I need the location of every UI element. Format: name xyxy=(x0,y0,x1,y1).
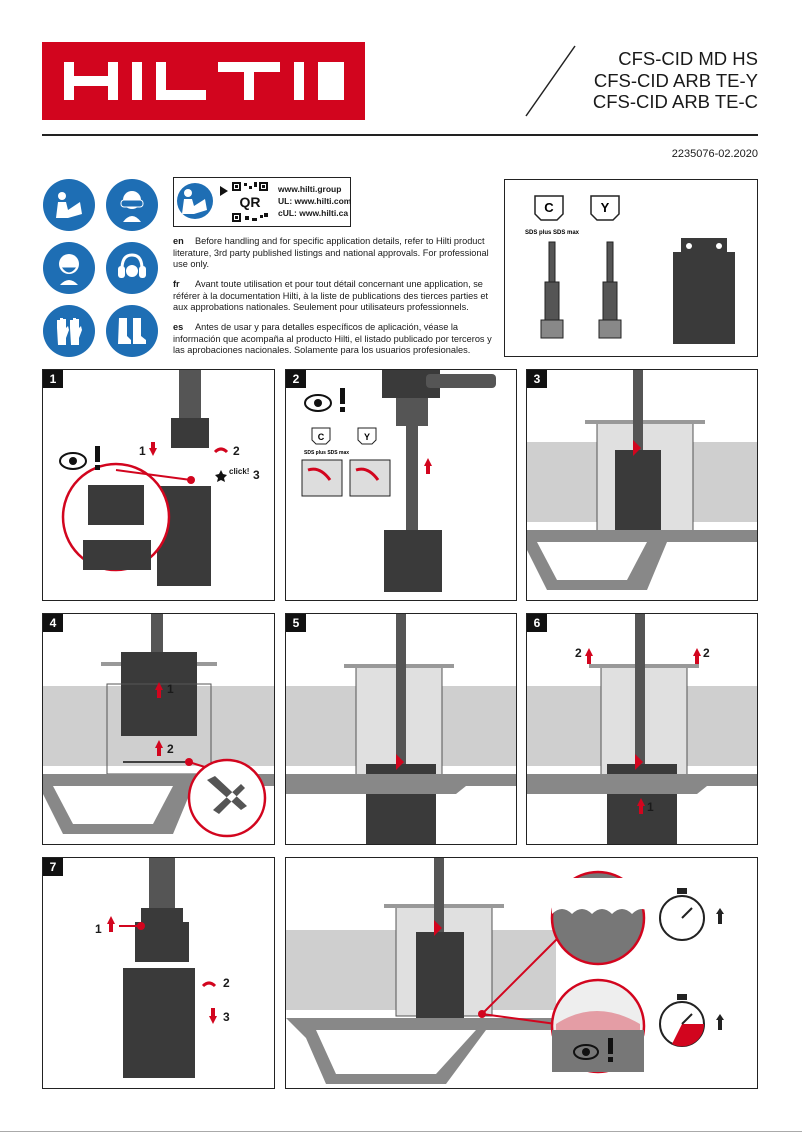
step-1-panel: 1 1 2 click! 3 xyxy=(42,369,275,601)
step-5-number: 5 xyxy=(286,614,306,632)
eye-warning-icon xyxy=(304,388,345,412)
lang-code-en: en xyxy=(173,236,184,246)
eye-warning-icon xyxy=(59,446,100,470)
step-2-panel: 2 C Y SDS plus SDS max xyxy=(285,369,517,601)
read-manual-icon xyxy=(43,179,95,231)
step-6-marker-right: 2 xyxy=(703,646,710,660)
text-fr: Avant toute utilisation et pour tout dét… xyxy=(173,279,489,313)
arrow-icon xyxy=(220,186,228,196)
stopwatch-icon xyxy=(659,888,705,941)
step-6-illustration xyxy=(527,614,757,844)
safety-boots-icon xyxy=(106,305,158,357)
step-8-illustration xyxy=(286,858,724,1084)
step-2-illustration: C Y SDS plus SDS max xyxy=(301,370,496,592)
step-3-illustration xyxy=(527,370,757,590)
tools-box: C Y SDS plus SDS max xyxy=(504,179,758,357)
qr-label: QR xyxy=(240,194,261,210)
step-1-click: click! xyxy=(229,467,250,476)
step-1-number: 1 xyxy=(43,370,63,388)
title-slash xyxy=(525,45,576,117)
y-adapter xyxy=(598,241,622,339)
safety-goggles-icon xyxy=(106,179,158,231)
gloves-icon xyxy=(43,305,95,357)
step-5-panel: 5 xyxy=(285,613,517,845)
product-title-2: CFS-CID ARB TE-Y xyxy=(593,69,758,91)
hilti-logo xyxy=(42,42,365,120)
step-3-panel: 3 xyxy=(526,369,758,601)
step-1-marker-1: 1 xyxy=(139,444,146,458)
stopwatch-worn-icon xyxy=(659,994,705,1047)
step-7-number: 7 xyxy=(43,858,63,876)
doc-number: 2235076-02.2020 xyxy=(671,148,758,160)
qr-info-box: QR xyxy=(173,177,351,227)
step-8-panel xyxy=(285,857,758,1089)
step-6-marker-left: 2 xyxy=(575,646,582,660)
step-7-marker-3: 3 xyxy=(223,1010,230,1024)
lang-code-es: es xyxy=(173,322,184,332)
product-title-3: CFS-CID ARB TE-C xyxy=(592,91,758,112)
step-5-illustration xyxy=(286,614,516,844)
ear-protection-icon xyxy=(106,242,158,294)
step-4-panel: 4 1 2 xyxy=(42,613,275,845)
product-titles: CFS-CID MD HS CFS-CID ARB TE-Y CFS-CID A… xyxy=(593,48,758,113)
chuck-c-label: C xyxy=(544,200,554,215)
step-4-marker-1: 1 xyxy=(167,682,174,696)
c-adapter xyxy=(540,241,564,339)
step-2-chuck-c: C xyxy=(318,432,325,442)
manual-icon xyxy=(177,183,213,219)
step-1-marker-3: 3 xyxy=(253,468,260,482)
url-cul[interactable]: cUL: www.hilti.ca xyxy=(278,208,349,218)
step-2-sds: SDS plus SDS max xyxy=(304,450,349,456)
hilti-logo-mark xyxy=(64,62,344,100)
step-7-illustration xyxy=(107,858,217,1078)
text-en: Before handling and for specific applica… xyxy=(173,236,489,270)
chuck-y-label: Y xyxy=(601,200,610,215)
url-group[interactable]: www.hilti.group xyxy=(278,184,342,194)
lang-code-fr: fr xyxy=(173,279,180,289)
step-4-marker-2: 2 xyxy=(167,742,174,756)
step-6-panel: 6 2 2 1 xyxy=(526,613,758,845)
product-title-1: CFS-CID MD HS xyxy=(618,48,758,69)
url-ul[interactable]: UL: www.hilti.com xyxy=(278,196,352,206)
step-4-number: 4 xyxy=(43,614,63,632)
step-7-marker-2: 2 xyxy=(223,976,230,990)
tools-illustration: C Y SDS plus SDS max xyxy=(525,195,735,344)
sds-label: SDS plus SDS max xyxy=(525,230,580,236)
qr-urls: www.hilti.group UL: www.hilti.com cUL: w… xyxy=(278,183,351,219)
step-7-marker-1: 1 xyxy=(95,922,102,936)
step-4-illustration xyxy=(43,614,274,838)
step-7-panel: 7 1 2 3 xyxy=(42,857,275,1089)
step-1-illustration xyxy=(59,370,229,586)
step-1-marker-2: 2 xyxy=(233,444,240,458)
step-2-number: 2 xyxy=(286,370,306,388)
step-6-number: 6 xyxy=(527,614,547,632)
step-2-chuck-y: Y xyxy=(364,432,370,442)
core-bit xyxy=(673,238,735,344)
dust-mask-icon xyxy=(43,242,95,294)
step-6-marker-bottom: 1 xyxy=(647,800,654,814)
eye-warning-icon xyxy=(573,1038,613,1062)
qr-code-icon: QR xyxy=(232,182,268,222)
step-3-number: 3 xyxy=(527,370,547,388)
footer-line xyxy=(0,1131,802,1132)
text-es: Antes de usar y para detalles específico… xyxy=(173,322,492,356)
header-divider xyxy=(42,134,758,136)
